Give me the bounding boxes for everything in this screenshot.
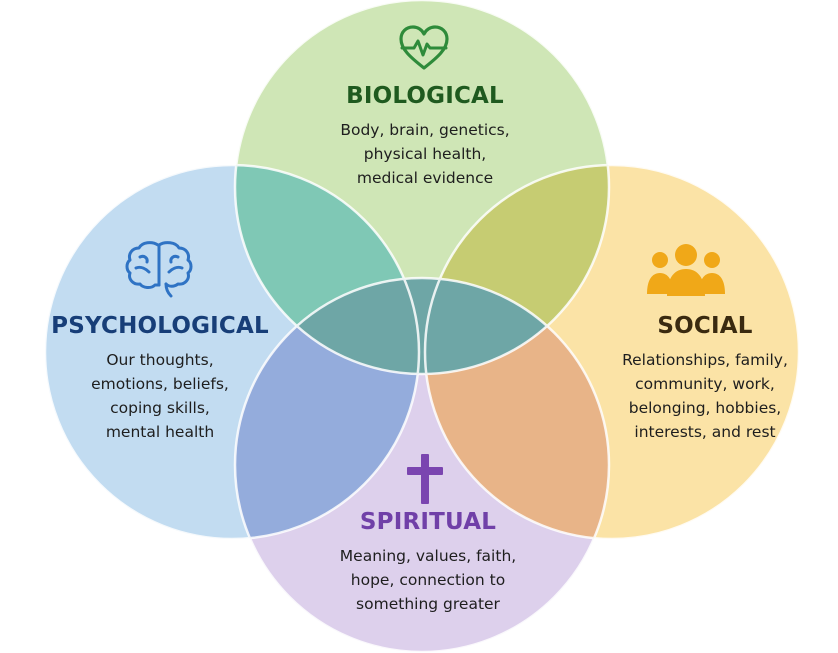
social-description-line: community, work, [635, 375, 775, 393]
social-description-line: belonging, hobbies, [628, 399, 782, 417]
social-description-line: Relationships, family, [622, 351, 788, 369]
psychological-title: PSYCHOLOGICAL [51, 313, 269, 339]
spiritual-description-line: something greater [356, 595, 500, 613]
social-title: SOCIAL [657, 313, 753, 339]
brain-icon [125, 241, 193, 298]
social-spiritual-overlap [425, 278, 609, 539]
biological-description-line: Body, brain, genetics, [340, 121, 510, 139]
biological-description-line: physical health, [363, 145, 487, 163]
psychological-description-line: emotions, beliefs, [91, 375, 229, 393]
heart-pulse-icon [399, 25, 449, 70]
psychological-description-line: coping skills, [110, 399, 210, 417]
biological-psychological-overlap [235, 165, 419, 374]
biological-social-overlap [425, 165, 609, 374]
spiritual-description-line: Meaning, values, faith, [339, 547, 517, 565]
social-description-line: interests, and rest [634, 423, 776, 441]
spiritual-section: SPIRITUAL Meaning, values, faith, hope, … [298, 508, 558, 616]
spiritual-title: SPIRITUAL [359, 509, 497, 535]
center-overlap [235, 278, 609, 374]
biological-title: BIOLOGICAL [346, 83, 504, 109]
psychological-description-line: Our thoughts, [106, 351, 214, 369]
psychological-spiritual-overlap [235, 278, 419, 539]
cross-icon [407, 454, 443, 504]
biological-section: BIOLOGICAL Body, brain, genetics, physic… [285, 82, 565, 190]
psychological-section: PSYCHOLOGICAL Our thoughts, emotions, be… [40, 312, 280, 444]
people-group-icon [647, 244, 725, 296]
spiritual-description-line: hope, connection to [350, 571, 506, 589]
psychological-description-line: mental health [105, 423, 215, 441]
biological-description-line: medical evidence [356, 169, 494, 187]
social-section: SOCIAL Relationships, family, community,… [585, 312, 825, 444]
